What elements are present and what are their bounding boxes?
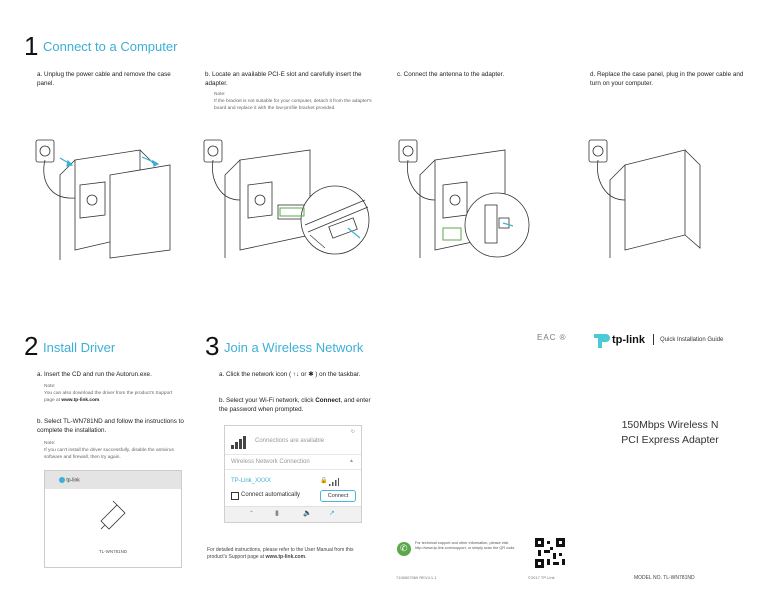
product-line-1: 150Mbps Wireless N	[621, 419, 719, 431]
installer-brand: tp-link	[66, 477, 80, 484]
adapter-card-icon[interactable]	[97, 499, 129, 533]
section3-footer: For detailed instructions, please refer …	[207, 547, 372, 561]
tp-link-url[interactable]: www.tp-link.com	[61, 397, 100, 403]
step-3a-text: a. Click the network icon ( ↑↓ or ✱ ) on…	[219, 371, 361, 378]
taskbar: ⌃ ▮ 🔈 ↗	[225, 506, 361, 522]
guide-title: Quick Installation Guide	[660, 337, 724, 343]
battery-icon[interactable]: ▮	[275, 510, 279, 517]
document-code: 7106507069 REV4.1.1	[396, 575, 437, 580]
step-2a-note-label: Note:	[44, 384, 56, 389]
tray-up-icon[interactable]: ⌃	[249, 511, 255, 517]
product-name: 150Mbps Wireless N PCI Express Adapter	[590, 418, 750, 447]
installer-model[interactable]: TL-WN781ND	[98, 549, 128, 554]
note-text-end: .	[99, 397, 101, 403]
step-1a-text: a. Unplug the power cable and remove the…	[37, 71, 171, 87]
connect-auto-checkbox[interactable]	[231, 492, 239, 500]
illustration-remove-panel	[35, 139, 171, 260]
installer-header	[45, 471, 181, 489]
connect-auto-label: Connect automatically	[241, 492, 301, 498]
product-line-2: PCI Express Adapter	[621, 433, 719, 446]
signal-bars-icon	[231, 436, 246, 449]
phone-glyph: ✆	[400, 543, 408, 553]
section1-number: 1	[24, 31, 39, 61]
network-tray-icon[interactable]: ↗	[329, 510, 335, 517]
section3-number: 3	[205, 331, 220, 361]
wifi-strength-icon	[329, 478, 339, 486]
step-2a-text: a. Insert the CD and run the Autorun.exe…	[37, 371, 152, 378]
step-2b-note-label: Note:	[44, 441, 56, 446]
step-2b-text: b. Select TL-WN781ND and follow the inst…	[37, 418, 184, 434]
phone-support-icon: ✆	[397, 542, 411, 556]
refresh-icon[interactable]: ↻	[350, 429, 355, 435]
tp-link-logo-icon	[594, 334, 610, 348]
lock-icon: 🔒	[320, 478, 328, 484]
step-1b-note-label: Note:	[214, 92, 226, 97]
installer-body	[45, 489, 181, 567]
support-text: For technical support and other informat…	[415, 541, 516, 551]
step-1b-note: If the bracket is not suitable for your …	[214, 99, 372, 111]
note-text: You can also download the driver from th…	[44, 391, 173, 403]
step-1b-text: b. Locate an available PCI-E slot and ca…	[205, 71, 362, 87]
wifi-panel: Connections are available ↻ Wireless Net…	[224, 425, 362, 523]
step-1d-text: d. Replace the case panel, plug in the p…	[590, 71, 744, 87]
section2-number: 2	[24, 331, 39, 361]
brand-name: tp-link	[612, 334, 645, 346]
step-2b-note: If you can't install the driver successf…	[44, 448, 174, 460]
tp-link-logo-icon	[59, 477, 65, 483]
step-1c-text: c. Connect the antenna to the adapter.	[397, 71, 505, 78]
wifi-section-row: Wireless Network Connection ▲	[225, 455, 361, 470]
wifi-section-label: Wireless Network Connection	[231, 459, 310, 465]
footer-text: For detailed instructions, please refer …	[207, 547, 354, 560]
copyright: ©2017 TP-Link	[528, 575, 555, 580]
footer-text-end: .	[305, 554, 307, 560]
step-2a-note: You can also download the driver from th…	[44, 391, 184, 404]
section1-title: Connect to a Computer	[43, 39, 178, 54]
footer-link[interactable]: www.tp-link.com	[265, 554, 306, 560]
section2-title: Install Driver	[43, 340, 116, 355]
wifi-panel-header: Connections are available ↻	[225, 426, 361, 455]
certification-marks: EAC ®	[537, 333, 567, 342]
cd-installer-window: tp-link TL-WN781ND	[44, 470, 182, 568]
volume-icon[interactable]: 🔈	[303, 510, 312, 517]
step-3b-connect: Connect	[315, 397, 341, 404]
step-3b-post: , and enter the password when prompted.	[219, 397, 371, 413]
illustration-insert-adapter	[203, 139, 370, 258]
qr-code[interactable]	[535, 538, 565, 568]
connect-button[interactable]: Connect	[320, 490, 356, 502]
model-number: MODEL NO. TL-WN781ND	[634, 575, 695, 581]
section3-title: Join a Wireless Network	[224, 340, 364, 355]
illustration-connect-antenna	[398, 139, 530, 258]
wifi-network-name[interactable]: TP-Link_XXXX	[231, 478, 272, 484]
illustration-replace-panel	[588, 139, 701, 258]
step-3b-text: b. Select your Wi-Fi network, click Conn…	[219, 397, 374, 414]
chevron-up-icon[interactable]: ▲	[349, 458, 354, 464]
brand-divider	[653, 334, 654, 345]
installer-logo: tp-link	[59, 477, 80, 483]
step-3b-pre: b. Select your Wi-Fi network, click	[219, 397, 316, 404]
connections-available: Connections are available	[255, 438, 325, 444]
